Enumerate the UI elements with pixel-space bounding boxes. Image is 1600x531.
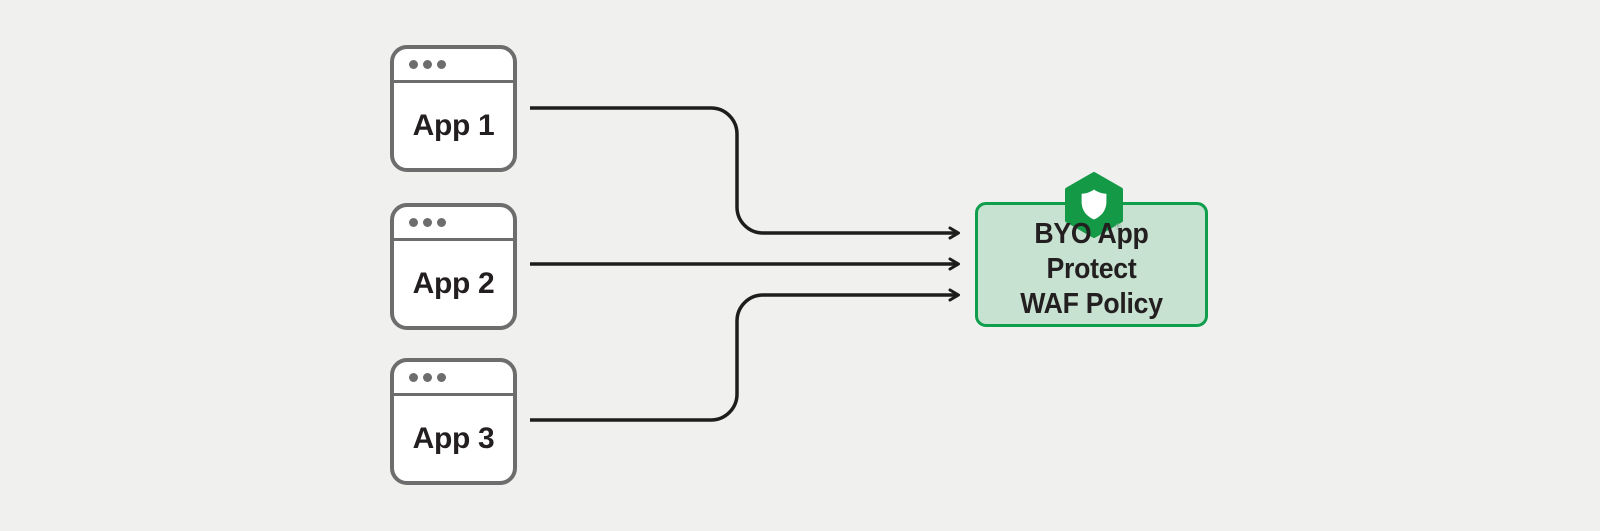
app2-body: App 2 (394, 241, 513, 326)
app3-window: App 3 (390, 358, 517, 485)
waf-policy-label-line2: WAF Policy (1020, 288, 1163, 320)
arrow-app3-to-policy (530, 288, 960, 422)
window-dot-icon (409, 373, 418, 382)
window-dot-icon (409, 218, 418, 227)
app1-label: App 1 (412, 108, 495, 142)
arrow-app1-to-policy (530, 106, 960, 240)
app3-titlebar (394, 362, 513, 396)
window-dot-icon (437, 373, 446, 382)
shield-hexagon-icon (1065, 172, 1123, 238)
app1-body: App 1 (394, 83, 513, 168)
waf-policy-label-line1: BYO App Protect (1034, 218, 1149, 285)
app2-titlebar (394, 207, 513, 241)
app3-label: App 3 (412, 421, 495, 455)
window-dot-icon (437, 60, 446, 69)
app1-titlebar (394, 49, 513, 83)
app2-label: App 2 (412, 266, 495, 300)
app1-window: App 1 (390, 45, 517, 172)
window-dot-icon (409, 60, 418, 69)
app3-body: App 3 (394, 396, 513, 481)
app2-window: App 2 (390, 203, 517, 330)
window-dot-icon (423, 60, 432, 69)
waf-policy-box: ® BYO App Protect WAF Policy (975, 172, 1208, 327)
window-dot-icon (423, 218, 432, 227)
waf-policy-label: BYO App Protect WAF Policy (987, 217, 1196, 322)
window-dot-icon (437, 218, 446, 227)
window-dot-icon (423, 373, 432, 382)
registered-trademark: ® (1115, 222, 1122, 232)
shield-glyph (1081, 189, 1107, 220)
